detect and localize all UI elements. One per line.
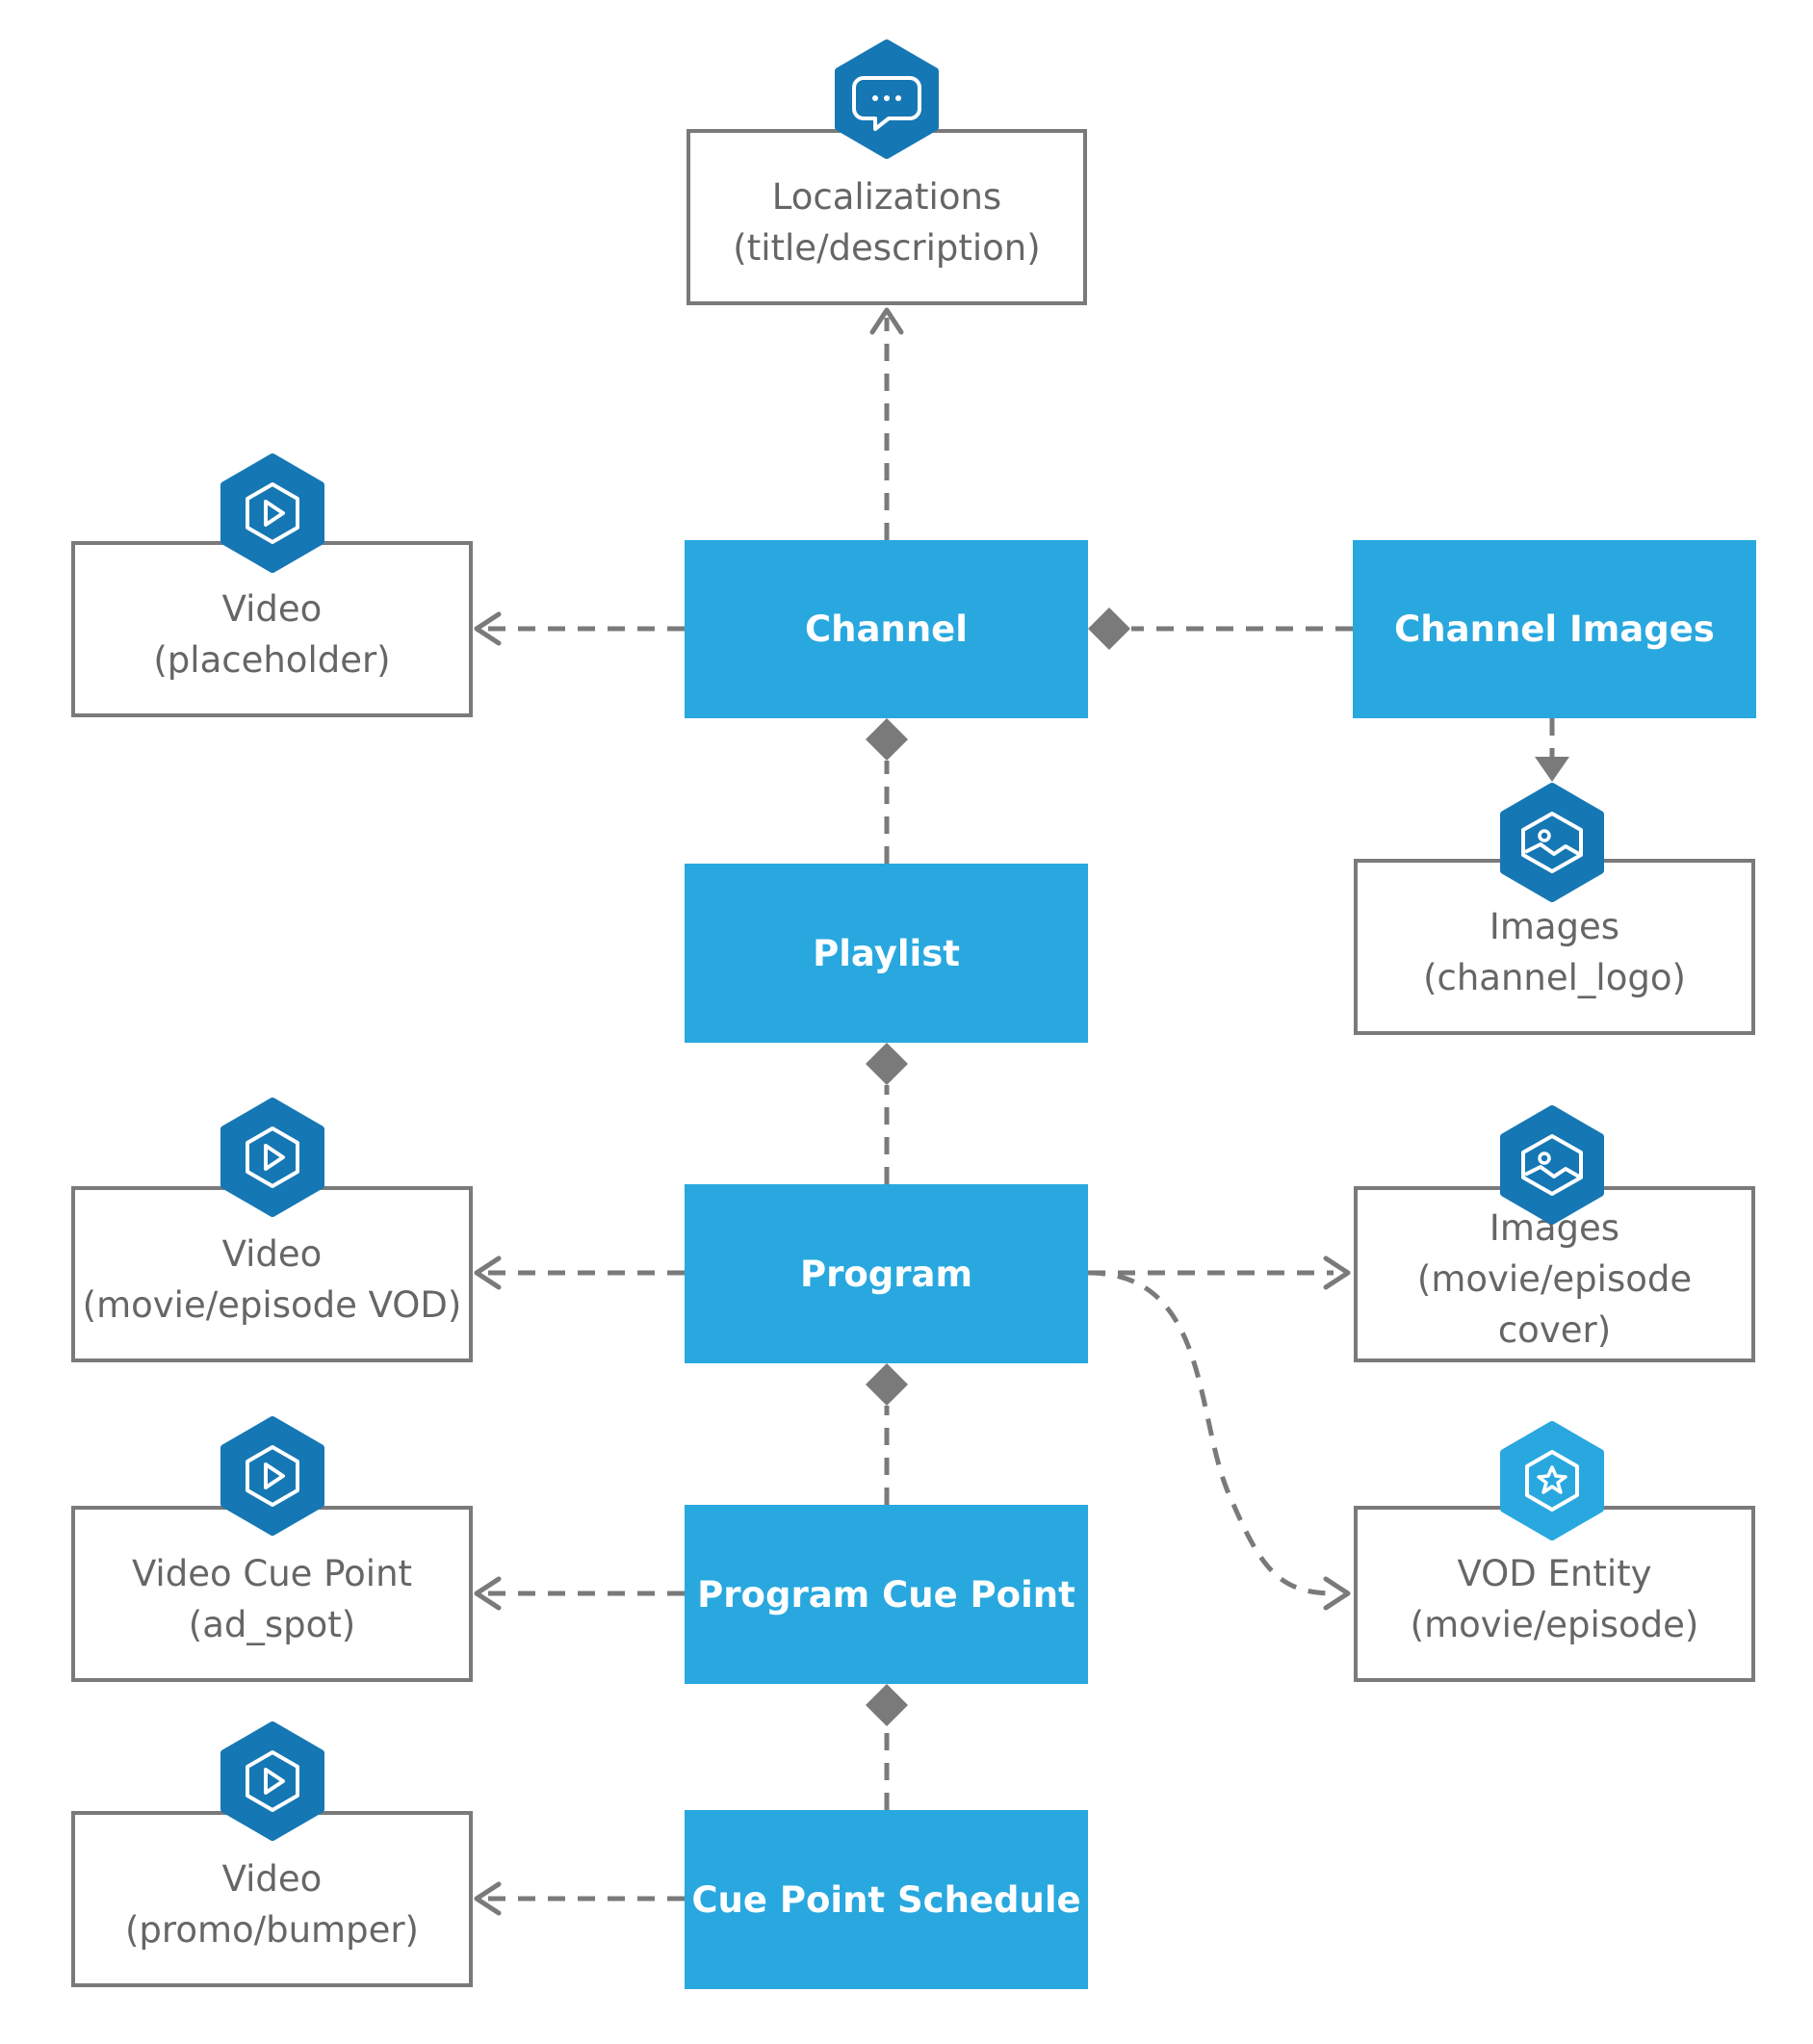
entity-program-cue-point[interactable]: Program Cue Point: [685, 1505, 1088, 1684]
entity-program-cue-point-label: Program Cue Point: [697, 1573, 1075, 1616]
image-icon: [1500, 1105, 1604, 1225]
entity-cue-point-schedule-label: Cue Point Schedule: [691, 1878, 1081, 1921]
entity-channel-label: Channel: [805, 608, 968, 650]
ext-vod-entity-subtitle: (movie/episode): [1410, 1603, 1699, 1645]
ext-vod-entity[interactable]: VOD Entity (movie/episode): [1354, 1506, 1755, 1682]
ext-video-promo-title: Video: [221, 1857, 323, 1900]
ext-images-cover-subtitle: (movie/episode cover): [1416, 1258, 1693, 1351]
ext-localizations[interactable]: Localizations (title/description): [686, 129, 1087, 305]
ext-video-placeholder-subtitle: (placeholder): [153, 638, 391, 681]
arrowhead-images-cover: [1323, 1255, 1351, 1290]
entity-playlist-label: Playlist: [813, 932, 960, 974]
ext-images-channel-logo-title: Images: [1489, 905, 1620, 947]
arrowhead-localizations: [869, 307, 904, 335]
arrowhead-images-channel-logo: [1535, 757, 1569, 782]
arrowhead-video-placeholder: [474, 611, 502, 646]
ext-video-movie-episode-subtitle: (movie/episode VOD): [82, 1283, 462, 1326]
play-icon: [220, 1098, 324, 1217]
ext-video-cue-point-subtitle: (ad_spot): [188, 1603, 356, 1645]
ext-images-channel-logo-subtitle: (channel_logo): [1423, 956, 1686, 998]
arrowhead-vod-entity: [1323, 1576, 1351, 1611]
chat-bubble-icon: [835, 39, 939, 159]
ext-video-placeholder-title: Video: [221, 587, 323, 630]
ext-video-cue-point-title: Video Cue Point: [131, 1552, 413, 1594]
arrowhead-video-movie: [474, 1255, 502, 1290]
entity-program-label: Program: [799, 1253, 973, 1295]
diamond-programcuepoint-bottom: [866, 1684, 908, 1726]
entity-cue-point-schedule[interactable]: Cue Point Schedule: [685, 1810, 1088, 1989]
diamond-channel-right: [1088, 608, 1130, 650]
ext-localizations-title: Localizations: [771, 175, 1002, 218]
edge-program-vod-entity: [1087, 1270, 1334, 1596]
entity-channel-images-label: Channel Images: [1394, 608, 1715, 650]
arrowhead-video-promo: [474, 1881, 502, 1916]
play-icon: [220, 1416, 324, 1536]
ext-vod-entity-title: VOD Entity: [1457, 1552, 1652, 1594]
ext-localizations-subtitle: (title/description): [733, 226, 1041, 269]
play-icon: [220, 453, 324, 573]
image-icon: [1500, 783, 1604, 902]
ext-video-movie-episode-title: Video: [221, 1232, 323, 1275]
entity-channel[interactable]: Channel: [685, 540, 1088, 718]
diamond-program-bottom: [866, 1363, 908, 1406]
entity-program[interactable]: Program: [685, 1184, 1088, 1363]
entity-playlist[interactable]: Playlist: [685, 864, 1088, 1043]
ext-video-promo-subtitle: (promo/bumper): [125, 1908, 419, 1951]
play-icon: [220, 1721, 324, 1841]
star-icon: [1500, 1421, 1604, 1540]
entity-channel-images[interactable]: Channel Images: [1353, 540, 1756, 718]
diamond-playlist-bottom: [866, 1043, 908, 1085]
arrowhead-video-cue-point: [474, 1576, 502, 1611]
diamond-channel-bottom: [866, 718, 908, 761]
